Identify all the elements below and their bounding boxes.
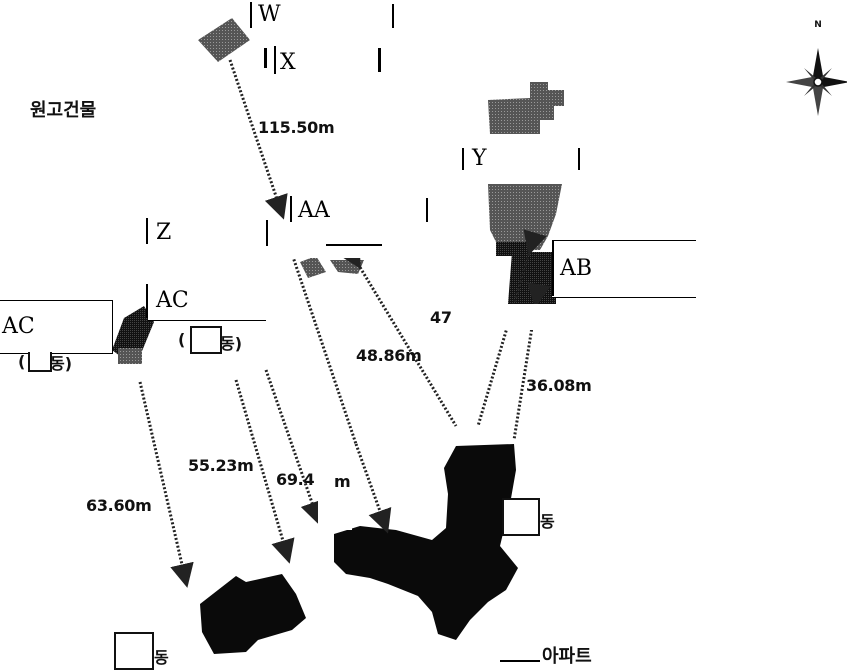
label-box-y — [462, 146, 580, 172]
apartment-name-rule — [500, 660, 540, 662]
label-box-x — [266, 44, 384, 76]
label-box-aa — [292, 196, 428, 224]
building-bottom-left — [200, 574, 306, 654]
label-box-47 — [426, 304, 550, 330]
label-box-ab — [552, 240, 696, 298]
label-box-ac-left — [0, 300, 113, 354]
label-bar — [426, 198, 428, 222]
label-z: Z — [156, 220, 172, 245]
distance-label: 63.60m — [86, 496, 152, 515]
dong-number-box — [190, 326, 222, 354]
distance-label: 69.4 — [276, 470, 315, 489]
dong-number-box — [502, 498, 540, 536]
label-y: Y — [472, 146, 487, 171]
distance-label: 115.50m — [258, 118, 335, 137]
label-ac-left: AC — [2, 314, 35, 339]
dong-label-left: 동) — [50, 354, 73, 373]
dong-label-center: 동) — [220, 334, 243, 353]
label-box-ac-top — [148, 282, 266, 321]
label-box-w — [252, 0, 394, 30]
label-bar — [146, 284, 148, 318]
distance-label: 47 — [430, 308, 452, 327]
apartment-name-label: 아파트 — [542, 646, 592, 667]
label-bar — [578, 148, 580, 170]
label-w: W — [258, 2, 281, 27]
paren-label: ( — [178, 330, 186, 349]
building-name-label: 원고건물 — [30, 100, 97, 121]
distance-label: 36.08m — [526, 376, 592, 395]
paren-label: ( — [18, 352, 26, 371]
building-y — [488, 184, 562, 250]
building-aa-a — [300, 256, 326, 278]
label-rule — [326, 244, 382, 246]
label-bar — [264, 48, 267, 68]
dong-label-right: 동 — [540, 512, 555, 531]
building-x — [488, 82, 564, 134]
building-w — [198, 18, 250, 62]
label-bar — [146, 218, 148, 244]
label-bar — [378, 48, 381, 72]
label-bar — [290, 196, 292, 222]
compass-north-label: N — [814, 20, 822, 30]
label-bar — [392, 4, 394, 28]
label-aa: AA — [298, 198, 330, 223]
dong-number-box — [114, 632, 154, 670]
label-bar — [462, 148, 464, 170]
compass-icon — [786, 48, 847, 116]
label-ac-top: AC — [156, 288, 189, 313]
label-bar — [552, 240, 554, 296]
building-aa-b — [330, 260, 364, 274]
label-ab: AB — [560, 256, 593, 281]
dong-number-box — [28, 352, 52, 372]
label-x: X — [280, 50, 296, 75]
label-bar — [274, 46, 276, 74]
label-box-d5-mask — [318, 438, 352, 530]
building-apartment — [334, 444, 518, 640]
label-bar — [250, 2, 252, 28]
label-bar — [266, 220, 268, 246]
label-box-z — [150, 218, 268, 246]
distance-label: m — [334, 472, 351, 491]
distance-label: 55.23m — [188, 456, 254, 475]
dong-label-bottom: 동 — [154, 648, 169, 667]
distance-label: 48.86m — [356, 346, 422, 365]
